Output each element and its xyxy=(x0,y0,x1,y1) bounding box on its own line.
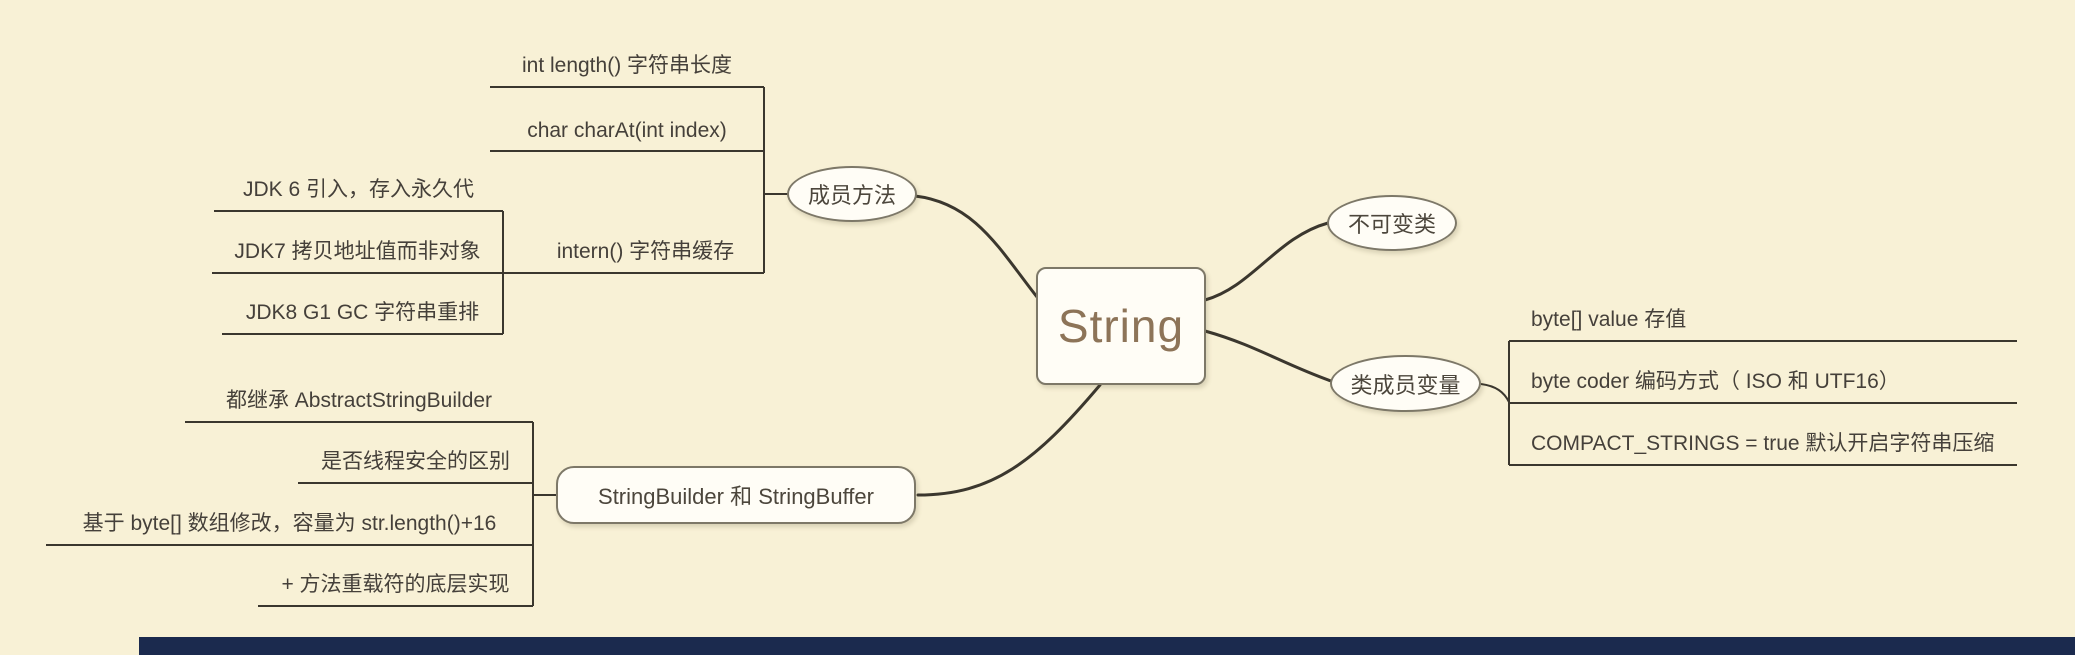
branch-root-to-builders xyxy=(916,383,1102,497)
leaf-byte-coder[interactable]: byte coder 编码方式（ ISO 和 UTF16） xyxy=(1509,368,2017,404)
topic-class-fields-label: 类成员变量 xyxy=(1350,372,1461,398)
topic-member-methods[interactable]: 成员方法 xyxy=(787,166,917,222)
leaf-plus-operator-label: + 方法重载符的底层实现 xyxy=(281,573,510,596)
leaf-thread-safety[interactable]: 是否线程安全的区别 xyxy=(298,448,533,484)
leaf-thread-safety-label: 是否线程安全的区别 xyxy=(321,450,510,473)
leaf-plus-operator[interactable]: + 方法重载符的底层实现 xyxy=(258,571,533,607)
leaf-char-at[interactable]: char charAt(int index) xyxy=(490,116,764,152)
leaf-intern[interactable]: intern() 字符串缓存 xyxy=(527,238,764,274)
topic-string-root[interactable]: String xyxy=(1036,267,1206,385)
leaf-int-length-label: int length() 字符串长度 xyxy=(521,54,733,77)
leaf-int-length[interactable]: int length() 字符串长度 xyxy=(490,52,764,88)
branch-root-to-member-methods xyxy=(913,194,1039,299)
leaf-compact-strings[interactable]: COMPACT_STRINGS = true 默认开启字符串压缩 xyxy=(1509,430,2017,466)
leaf-abstractstringbuilder[interactable]: 都继承 AbstractStringBuilder xyxy=(185,387,533,423)
leaf-jdk8-g1-dedup-label: JDK8 G1 GC 字符串重排 xyxy=(245,301,480,324)
leaf-char-at-label: char charAt(int index) xyxy=(527,119,727,142)
topic-stringbuilder-stringbuffer-label: StringBuilder 和 StringBuffer xyxy=(598,484,874,509)
leaf-abstractstringbuilder-label: 都继承 AbstractStringBuilder xyxy=(225,389,493,412)
leaf-byte-array-capacity-label: 基于 byte[] 数组修改，容量为 str.length()+16 xyxy=(82,512,497,535)
leaf-jdk6-permgen-label: JDK 6 引入，存入永久代 xyxy=(242,178,475,201)
leaf-jdk7-copy-ref-label: JDK7 拷贝地址值而非对象 xyxy=(234,240,481,263)
topic-class-fields[interactable]: 类成员变量 xyxy=(1330,355,1481,412)
leaf-byte-value-label: byte[] value 存值 xyxy=(1531,308,1687,331)
leaf-intern-label: intern() 字符串缓存 xyxy=(556,240,735,263)
topic-immutable[interactable]: 不可变类 xyxy=(1327,195,1457,251)
leaf-compact-strings-label: COMPACT_STRINGS = true 默认开启字符串压缩 xyxy=(1531,432,1995,455)
topic-member-methods-label: 成员方法 xyxy=(807,183,896,208)
branch-root-to-class-fields xyxy=(1203,329,1333,383)
topic-stringbuilder-stringbuffer[interactable]: StringBuilder 和 StringBuffer xyxy=(556,466,916,524)
leaf-jdk7-copy-ref[interactable]: JDK7 拷贝地址值而非对象 xyxy=(212,238,503,274)
topic-string-root-label: String xyxy=(1057,300,1185,352)
leaf-byte-array-capacity[interactable]: 基于 byte[] 数组修改，容量为 str.length()+16 xyxy=(46,510,533,546)
topic-immutable-label: 不可变类 xyxy=(1347,212,1436,237)
leaf-jdk6-permgen[interactable]: JDK 6 引入，存入永久代 xyxy=(214,176,503,212)
leaf-jdk8-g1-dedup[interactable]: JDK8 G1 GC 字符串重排 xyxy=(222,299,503,335)
leaf-byte-coder-label: byte coder 编码方式（ ISO 和 UTF16） xyxy=(1531,370,1900,393)
wire-class-fields-to-ellipse xyxy=(1480,383,1510,403)
branch-root-to-immutable xyxy=(1203,221,1330,302)
bottom-window-bar xyxy=(139,637,2075,655)
leaf-byte-value[interactable]: byte[] value 存值 xyxy=(1509,306,2017,342)
